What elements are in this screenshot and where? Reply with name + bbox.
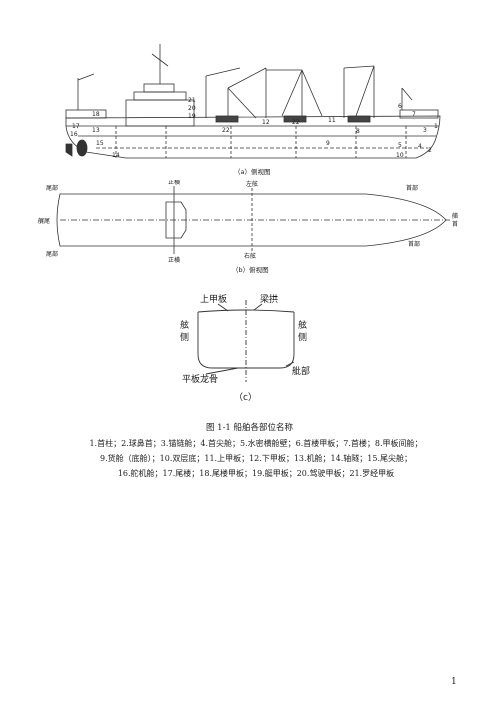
bow-end-label-2: 首 bbox=[452, 220, 458, 228]
figure-title: 图 1-1 船舶各部位名称 bbox=[205, 423, 294, 433]
side-right-label-2: 侧 bbox=[298, 331, 307, 343]
label-2: 2 bbox=[428, 147, 432, 154]
label-22a: 22 bbox=[222, 127, 230, 134]
center-bottom-label: 正横 bbox=[168, 256, 180, 264]
stern-bottom-label: 尾部 bbox=[46, 250, 58, 258]
legend-line-2: 9.货舱（底舱）；10.双层底；11.上甲板；12.下甲板；13.机舱；14.轴… bbox=[100, 454, 412, 463]
side-left-label-1: 舷 bbox=[180, 319, 189, 331]
stern-end-label: 艉尾 bbox=[38, 217, 50, 225]
plan-view-caption: （b）俯视图 bbox=[232, 265, 269, 274]
bow-bottom-label: 首部 bbox=[408, 240, 420, 248]
label-4: 4 bbox=[418, 143, 422, 150]
port-label: 左舷 bbox=[246, 180, 258, 188]
label-21: 21 bbox=[188, 97, 196, 104]
label-17: 17 bbox=[72, 123, 80, 130]
side-view-caption: （a）侧视图 bbox=[234, 167, 270, 176]
bow-end-label-1: 艏 bbox=[452, 212, 458, 220]
label-22b: 22 bbox=[292, 119, 300, 126]
label-1: 1 bbox=[434, 123, 438, 130]
bow-top-label: 首部 bbox=[406, 184, 418, 192]
flat-keel-label: 平板龙骨 bbox=[182, 373, 218, 385]
starboard-label: 右舷 bbox=[244, 252, 256, 260]
ship-plan-view-diagram: 尾部 尾部 艉尾 正横 正横 左舷 右舷 首部 首部 艏 首 （b）俯视图 bbox=[38, 180, 458, 274]
legend-line-1: 1.首柱；2.球鼻首；3.锚链舱；4.首尖舱；5.水密横舱壁；6.首楼甲板；7.… bbox=[89, 439, 423, 448]
label-11: 11 bbox=[328, 117, 336, 124]
label-5: 5 bbox=[398, 142, 402, 149]
bilge-label: 舭部 bbox=[292, 365, 310, 377]
label-12: 12 bbox=[262, 119, 270, 126]
label-3: 3 bbox=[423, 127, 427, 134]
center-top-label: 正横 bbox=[168, 180, 180, 186]
label-20: 20 bbox=[188, 105, 196, 112]
label-16: 16 bbox=[70, 131, 78, 138]
section-view-caption: （c） bbox=[234, 392, 257, 403]
label-18: 18 bbox=[92, 111, 100, 118]
side-right-label-1: 舷 bbox=[298, 319, 307, 331]
label-14: 14 bbox=[112, 152, 120, 159]
label-13: 13 bbox=[92, 127, 100, 134]
label-19: 19 bbox=[188, 113, 196, 120]
label-7: 7 bbox=[412, 111, 416, 118]
ship-side-view-diagram: 1 2 3 4 5 6 7 8 9 10 11 12 13 14 15 16 1… bbox=[65, 44, 441, 176]
legend-line-3: 16.舵机舱；17.尾楼；18.尾楼甲板；19.艇甲板；20.驾驶甲板；21.罗… bbox=[117, 469, 395, 478]
camber-label: 梁拱 bbox=[260, 293, 278, 305]
label-15: 15 bbox=[96, 140, 104, 147]
label-10: 10 bbox=[396, 152, 404, 159]
label-9: 9 bbox=[326, 140, 330, 147]
label-6: 6 bbox=[398, 103, 402, 110]
side-left-label-2: 侧 bbox=[180, 331, 189, 343]
main-deck-label: 上甲板 bbox=[200, 293, 227, 305]
label-8: 8 bbox=[356, 128, 360, 135]
ship-section-view-diagram: 上甲板 梁拱 舷 侧 舷 侧 舭部 平板龙骨 （c） bbox=[180, 293, 310, 403]
page-number: 1 bbox=[451, 677, 457, 687]
stern-top-label: 尾部 bbox=[46, 184, 58, 192]
